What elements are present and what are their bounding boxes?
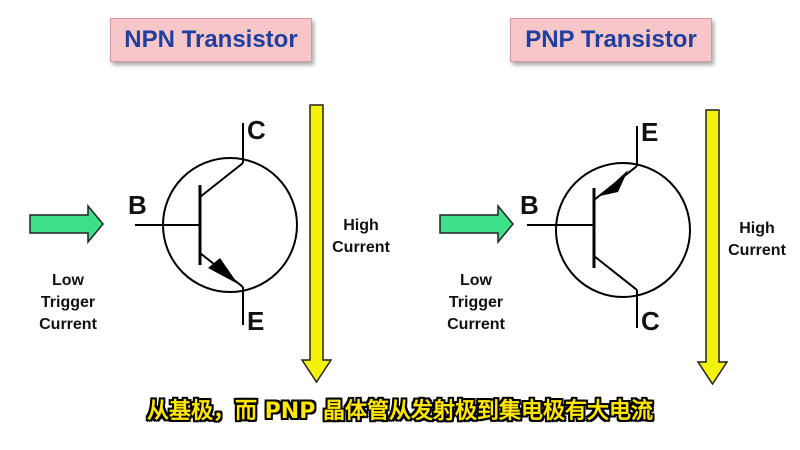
video-subtitle: 从基极，而 PNP 晶体管从发射极到集电极有大电流 [147,399,653,424]
pnp-base-label: B [520,190,539,220]
pnp-collector-line [593,255,638,291]
pnp-collector-label: C [641,306,660,336]
npn-trigger-arrow [29,203,104,245]
npn-symbol [135,123,298,325]
pnp-trigger-arrow [439,203,514,245]
npn-base-label: B [128,190,147,220]
pnp-circle [555,162,691,298]
pnp-emitter-label: E [641,117,659,147]
pnp-current-arrow [696,109,729,386]
npn-current-arrow [300,104,333,384]
pnp-symbol [527,126,691,328]
npn-emitter-label: E [247,306,265,336]
npn-collector-line [199,162,244,198]
pnp-emitter-arrowhead [600,170,628,196]
pnp-title: PNP Transistor [510,18,712,62]
npn-emitter-arrowhead [208,258,238,284]
npn-collector-label: C [247,115,266,145]
npn-title: NPN Transistor [110,18,312,62]
